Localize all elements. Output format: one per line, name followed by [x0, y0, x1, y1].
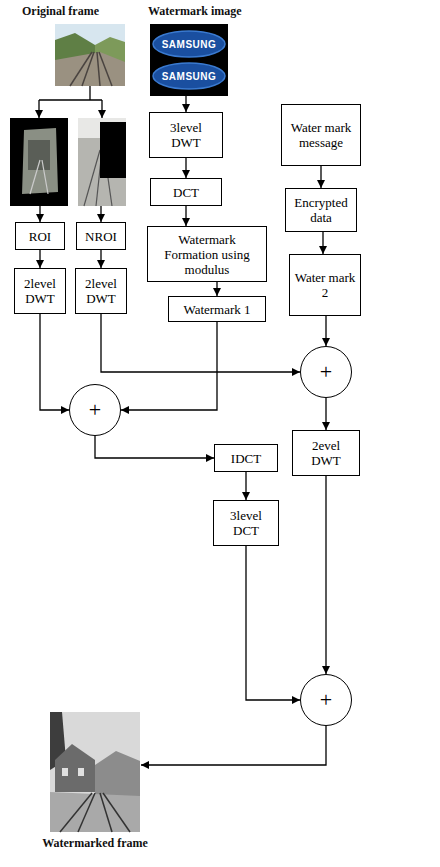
wm-window	[62, 768, 68, 776]
split-wire	[39, 99, 102, 100]
box-label: Water mark 2	[294, 270, 356, 300]
photo-rail	[99, 52, 112, 86]
roi-mask	[10, 118, 68, 206]
nroi-rail	[84, 150, 100, 206]
flow-arrow	[39, 250, 40, 268]
process-box: Encrypted data	[285, 188, 357, 232]
box-label: +	[89, 399, 101, 421]
wm-rail	[100, 793, 112, 832]
flow-arrow	[95, 436, 214, 458]
frame-caption: Watermarked frame	[42, 836, 148, 851]
box-label: 3level DWT	[154, 120, 218, 150]
box-label: DCT	[173, 185, 199, 200]
box-label: 2level DWT	[19, 276, 61, 306]
box-label: Water mark message	[286, 120, 356, 150]
process-box: ROI	[15, 222, 65, 250]
adder-circle: +	[300, 346, 352, 398]
flow-arrow	[320, 166, 321, 188]
frame-caption: Watermark image	[148, 4, 242, 19]
flow-arrow	[40, 314, 69, 410]
photo-rail	[97, 52, 100, 86]
flow-arrow	[100, 250, 101, 268]
wm-sky	[50, 712, 140, 832]
box-label: +	[320, 361, 332, 383]
wm-rail	[103, 793, 130, 832]
nroi-ground	[78, 118, 126, 206]
wm-building	[55, 744, 95, 792]
original-photo	[55, 24, 125, 86]
wm-rail	[78, 793, 95, 832]
box-label: IDCT	[231, 451, 261, 466]
wm-window	[78, 768, 84, 776]
split-wire	[89, 86, 90, 100]
process-box: 2level DWT	[14, 268, 66, 314]
nroi-mask	[100, 122, 126, 178]
flow-arrow	[325, 398, 326, 430]
process-box: DCT	[150, 178, 222, 206]
watermark-logo-image	[150, 24, 228, 96]
watermarked-photo	[50, 712, 140, 832]
frame-caption: Original frame	[22, 4, 99, 19]
wm-building	[95, 751, 140, 796]
logo-text: SAMSUNG	[162, 71, 217, 82]
process-box: 3level DCT	[213, 500, 279, 546]
process-box: Water mark message	[281, 104, 361, 166]
output-arrow	[141, 726, 326, 765]
flow-arrow	[216, 282, 217, 296]
flow-arrow	[325, 316, 326, 346]
wm-ground	[50, 792, 140, 832]
picture-arrow	[185, 96, 186, 112]
process-box: Watermark 1	[168, 296, 266, 322]
split-arrow	[38, 100, 39, 118]
flow-arrow	[325, 476, 326, 674]
photo-ground	[55, 52, 125, 86]
flow-arrow	[245, 472, 246, 500]
process-box: Water mark 2	[289, 254, 361, 316]
picture-wires	[39, 86, 326, 765]
nroi-image	[78, 118, 126, 206]
picture-arrow	[100, 206, 101, 222]
roi-region	[22, 128, 58, 194]
photo-rail	[82, 52, 94, 86]
roi-rail	[42, 160, 48, 194]
box-label: 2evel DWT	[297, 438, 355, 468]
process-box: 2evel DWT	[292, 430, 360, 476]
picture-arrow	[39, 206, 40, 222]
flow-arrow	[185, 158, 186, 178]
flow-arrow	[246, 546, 300, 700]
box-label: Encrypted data	[290, 195, 352, 225]
box-label: 2level DWT	[80, 276, 122, 306]
roi-rail	[30, 160, 40, 194]
flow-arrow	[121, 322, 217, 410]
flow-arrow	[101, 314, 300, 372]
flow-arrow	[322, 232, 323, 254]
box-label: Watermark 1	[183, 302, 250, 317]
box-label: +	[320, 689, 332, 711]
process-box: IDCT	[214, 444, 278, 472]
photo-sky	[55, 24, 125, 86]
box-label: NROI	[85, 229, 117, 244]
process-box: 2level DWT	[75, 268, 127, 314]
logo-ground	[150, 24, 228, 96]
process-box: 3level DWT	[149, 112, 223, 158]
logo-text: SAMSUNG	[162, 39, 217, 50]
logo-oval	[153, 31, 225, 57]
process-box: Watermark Formation using modulus	[147, 226, 267, 282]
adder-circle: +	[300, 674, 352, 726]
box-label: 3level DCT	[218, 508, 274, 538]
adder-circle: +	[69, 384, 121, 436]
box-label: ROI	[29, 229, 51, 244]
flow-arrow	[185, 206, 186, 226]
process-box: NROI	[76, 222, 126, 250]
logo-oval	[153, 63, 225, 89]
split-arrow	[101, 100, 102, 118]
roi-image	[10, 118, 68, 206]
box-label: Watermark Formation using modulus	[152, 232, 262, 277]
